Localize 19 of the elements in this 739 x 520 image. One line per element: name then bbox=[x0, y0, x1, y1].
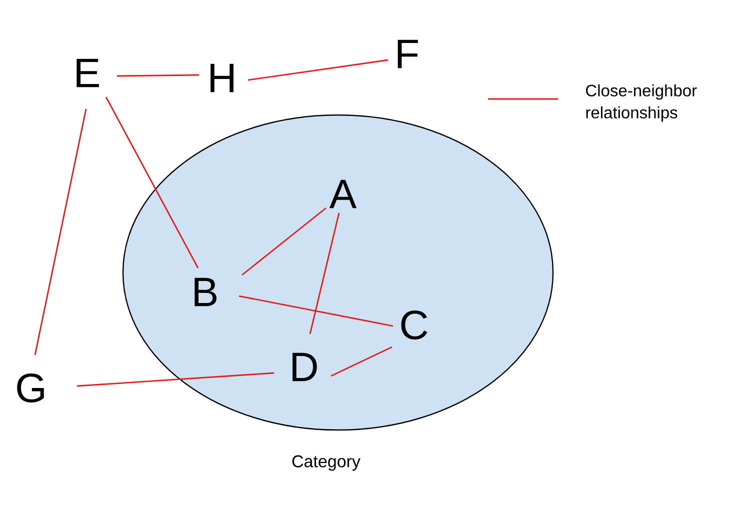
ellipse-caption: Category bbox=[292, 455, 360, 471]
letter-label: C bbox=[401, 310, 428, 340]
connector-line bbox=[248, 59, 388, 81]
connector-line bbox=[309, 212, 340, 334]
letter-label: H bbox=[210, 64, 234, 92]
letter-label: E bbox=[76, 58, 99, 88]
connector-line bbox=[242, 207, 326, 276]
letter-label: D bbox=[292, 352, 317, 382]
letter-label: G bbox=[17, 374, 44, 403]
connector-line bbox=[34, 108, 87, 356]
connector-line bbox=[76, 372, 274, 387]
connector-line bbox=[330, 346, 392, 377]
legend-text: Close-neighbor relationships bbox=[586, 84, 697, 122]
letter-label: B bbox=[194, 278, 217, 306]
letter-label: F bbox=[398, 40, 418, 68]
connector-line bbox=[105, 96, 199, 268]
connector-line bbox=[238, 295, 394, 327]
connector-line bbox=[117, 74, 199, 77]
letter-label: A bbox=[329, 180, 357, 208]
